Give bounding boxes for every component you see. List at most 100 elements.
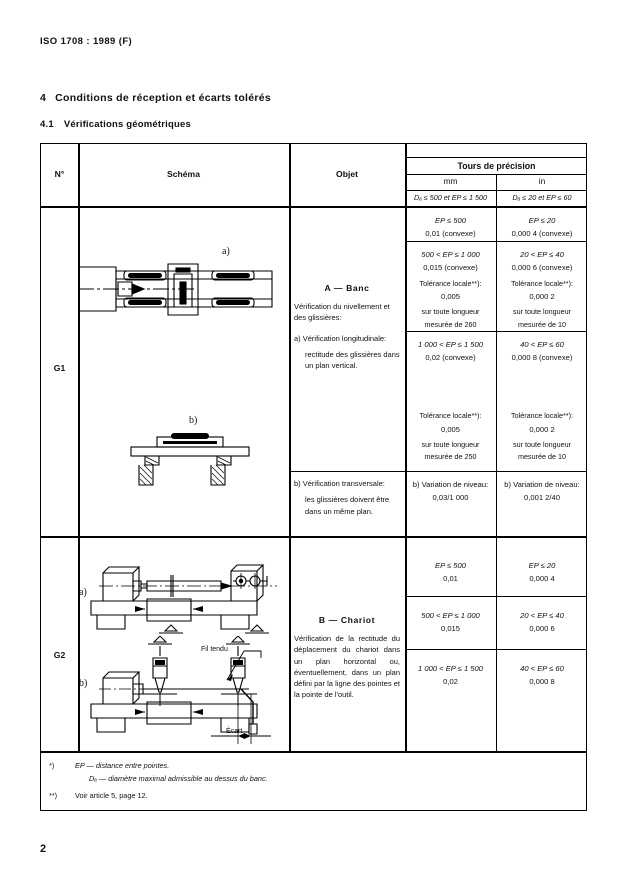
objet-g2: B — Chariot Vérification de la rectitude… bbox=[294, 614, 400, 706]
header-objet: Objet bbox=[336, 169, 358, 179]
tolerance-g1-4-in-range: b) Variation de niveau: bbox=[504, 480, 580, 489]
tolerance-g1-3-in-note1: sur toute longueur bbox=[513, 439, 571, 449]
header-unit-in: in bbox=[538, 176, 546, 186]
objet-g2-intro: Vérification de la rectitude du déplacem… bbox=[294, 634, 400, 700]
tolerance-g1-2-mm-range: 500 < EP ≤ 1 000 bbox=[421, 250, 480, 259]
clause-title-text: Conditions de réception et écarts toléré… bbox=[55, 92, 272, 104]
tolerance-g1-2-mm-note2: mesurée de 260 bbox=[424, 320, 477, 330]
tolerance-g1-4-mm-value: 0,03/1 000 bbox=[432, 493, 469, 503]
tolerance-g1-4-mm: b) Variation de niveau: 0,03/1 000 bbox=[405, 478, 496, 505]
objet-g1-item-b-sub: les glissières doivent être dans un même… bbox=[305, 495, 390, 516]
tolerance-g1-3-in-local: Tolérance locale**): 0,000 2 sur toute l… bbox=[496, 410, 588, 464]
schema-g1-b: b) bbox=[113, 415, 273, 489]
tolerance-g1-3-in-local-label: Tolérance locale**): bbox=[511, 411, 573, 420]
tolerance-g2-2-mm-value: 0,015 bbox=[440, 624, 460, 634]
rule-unit-bottom bbox=[405, 190, 586, 191]
footnote-2-text: Dₐ — diamètre maximal admissible au dess… bbox=[89, 773, 268, 783]
tolerance-g2-2-mm: 500 < EP ≤ 1 000 0,015 bbox=[405, 609, 496, 636]
objet-g2-title: B — Chariot bbox=[318, 615, 376, 625]
subclause-number: 4.1 bbox=[40, 119, 54, 130]
schema-g2-a: a) bbox=[79, 559, 286, 637]
objet-g1: A — Banc Vérification du nivellement et … bbox=[294, 282, 400, 376]
tolerance-g2-1-in-range: EP ≤ 20 bbox=[528, 561, 556, 570]
tolerance-g2-3-mm-range: 1 000 < EP ≤ 1 500 bbox=[418, 664, 483, 673]
tolerance-g1-3-mm-local-value: 0,005 bbox=[440, 424, 460, 434]
tolerance-g2-2-in-value: 0,000 6 bbox=[529, 624, 555, 634]
subclause-heading: 4.1 Vérifications géométriques bbox=[40, 119, 191, 130]
tolerance-g1-2-mm-local-value: 0,005 bbox=[440, 292, 460, 302]
objet-g1-intro: Vérification du nivellement et des gliss… bbox=[294, 302, 390, 323]
schema-g2-a-label: a) bbox=[79, 587, 87, 598]
tolerance-g2-3-in-range: 40 < EP ≤ 60 bbox=[520, 664, 564, 673]
tolerance-g2-1-mm-value: 0,01 bbox=[443, 574, 458, 584]
tolerance-g2-3-mm: 1 000 < EP ≤ 1 500 0,02 bbox=[405, 662, 496, 689]
tolerance-g2-3-mm-value: 0,02 bbox=[443, 677, 458, 687]
rule-g1-tol1 bbox=[405, 241, 586, 242]
rule-g2-tol1 bbox=[405, 596, 586, 597]
header-group-precision: Tours de précision bbox=[457, 161, 536, 171]
schema-g1-b-label: b) bbox=[189, 415, 198, 426]
tolerance-g1-1-in-range: EP ≤ 20 bbox=[528, 216, 556, 225]
tolerance-g2-1-mm-range: EP ≤ 500 bbox=[435, 561, 466, 570]
footnote-1-text: EP — distance entre pointes. bbox=[75, 761, 170, 770]
objet-g1-b: b) Vérification transversale: les glissi… bbox=[294, 478, 400, 522]
schema-g2-b-drawing bbox=[90, 636, 271, 744]
tolerance-g1-3-in-head: 40 < EP ≤ 60 0,000 8 (convexe) bbox=[496, 338, 588, 365]
page-number: 2 bbox=[40, 843, 47, 855]
tolerance-g1-2-in: 20 < EP ≤ 40 0,000 6 (convexe) Tolérance… bbox=[496, 248, 588, 332]
header-schema: Schéma bbox=[167, 169, 200, 179]
rule-g1-objet-split bbox=[289, 471, 405, 472]
tolerance-g1-3-mm-local-label: Tolérance locale**): bbox=[419, 411, 482, 420]
clause-number: 4 bbox=[40, 92, 47, 104]
rule-g1-tol3 bbox=[405, 471, 586, 472]
tolerance-g1-2-mm-local-label: Tolérance locale**): bbox=[419, 278, 482, 288]
header-no: N° bbox=[54, 169, 65, 179]
tolerance-g1-3-mm-range: 1 000 < EP ≤ 1 500 bbox=[418, 340, 483, 349]
schema-g2-b-wire-label: Fil tendu bbox=[201, 646, 228, 653]
row-id-g1: G1 bbox=[53, 363, 66, 373]
tolerance-g2-2-mm-range: 500 < EP ≤ 1 000 bbox=[421, 611, 480, 620]
tolerance-g2-3-in: 40 < EP ≤ 60 0,000 8 bbox=[496, 662, 588, 689]
tolerance-g1-2-mm: 500 < EP ≤ 1 000 0,015 (convexe) Toléran… bbox=[405, 248, 496, 332]
footnote-3: **) Voir article 5, page 12. bbox=[49, 790, 578, 803]
objet-g1-item-a: a) Vérification longitudinale: bbox=[294, 333, 387, 343]
schema-g1-b-drawing bbox=[130, 433, 250, 486]
header-condition-in: Dₐ ≤ 20 et EP ≤ 60 bbox=[512, 193, 572, 202]
tolerance-g1-2-in-note2: mesurée de 10 bbox=[518, 320, 566, 330]
rule-g2-tol2 bbox=[405, 649, 586, 650]
schema-g1-a: a) bbox=[76, 246, 291, 327]
tolerance-g1-3-in-range: 40 < EP ≤ 60 bbox=[520, 340, 564, 349]
tolerance-g1-2-in-local-value: 0,000 2 bbox=[529, 292, 555, 302]
rule-g1-bottom bbox=[41, 536, 586, 538]
rule-col-no bbox=[78, 144, 80, 751]
tolerance-g1-3-mm-note1: sur toute longueur bbox=[421, 439, 480, 449]
objet-g1-title: A — Banc bbox=[324, 283, 370, 293]
schema-g2-a-drawing bbox=[90, 564, 277, 634]
tolerance-g1-2-mm-value: 0,015 (convexe) bbox=[423, 263, 478, 273]
footnote-3-mark: **) bbox=[49, 790, 58, 800]
tolerance-g1-1-mm: EP ≤ 500 0,01 (convexe) bbox=[405, 214, 496, 241]
row-id-g2: G2 bbox=[53, 650, 66, 660]
tolerance-g1-2-in-note1: sur toute longueur bbox=[513, 307, 571, 317]
objet-g1-item-a-sub: rectitude des glissières dans un plan ve… bbox=[305, 349, 400, 371]
tolerance-g1-1-mm-value: 0,01 (convexe) bbox=[425, 229, 476, 239]
footnote-1: *) EP — distance entre pointes. bbox=[49, 760, 578, 773]
rule-col-schema bbox=[289, 144, 291, 751]
tolerance-g1-1-mm-range: EP ≤ 500 bbox=[435, 216, 466, 225]
footnote-1-mark: *) bbox=[49, 761, 55, 770]
rule-group-bottom bbox=[405, 174, 586, 175]
rule-g1-tol2 bbox=[405, 331, 586, 332]
schema-g1-a-label: a) bbox=[222, 246, 230, 257]
rule-col-mm-in bbox=[496, 174, 497, 751]
tolerance-g2-2-in-range: 20 < EP ≤ 40 bbox=[520, 611, 564, 620]
document-header: ISO 1708 : 1989 (F) bbox=[40, 36, 133, 47]
clause-heading: 4 Conditions de réception et écarts tolér… bbox=[40, 92, 271, 104]
header-unit-mm: mm bbox=[443, 176, 458, 186]
rule-col-objet bbox=[405, 144, 407, 751]
schema-g2-b: b) Fil tendu Écart bbox=[79, 636, 286, 746]
footnote-2: Dₐ — diamètre maximal admissible au dess… bbox=[49, 773, 578, 786]
tolerance-g2-3-in-value: 0,000 8 bbox=[529, 677, 555, 687]
tolerance-g2-2-in: 20 < EP ≤ 40 0,000 6 bbox=[496, 609, 588, 636]
subclause-title-text: Vérifications géométriques bbox=[63, 119, 191, 130]
